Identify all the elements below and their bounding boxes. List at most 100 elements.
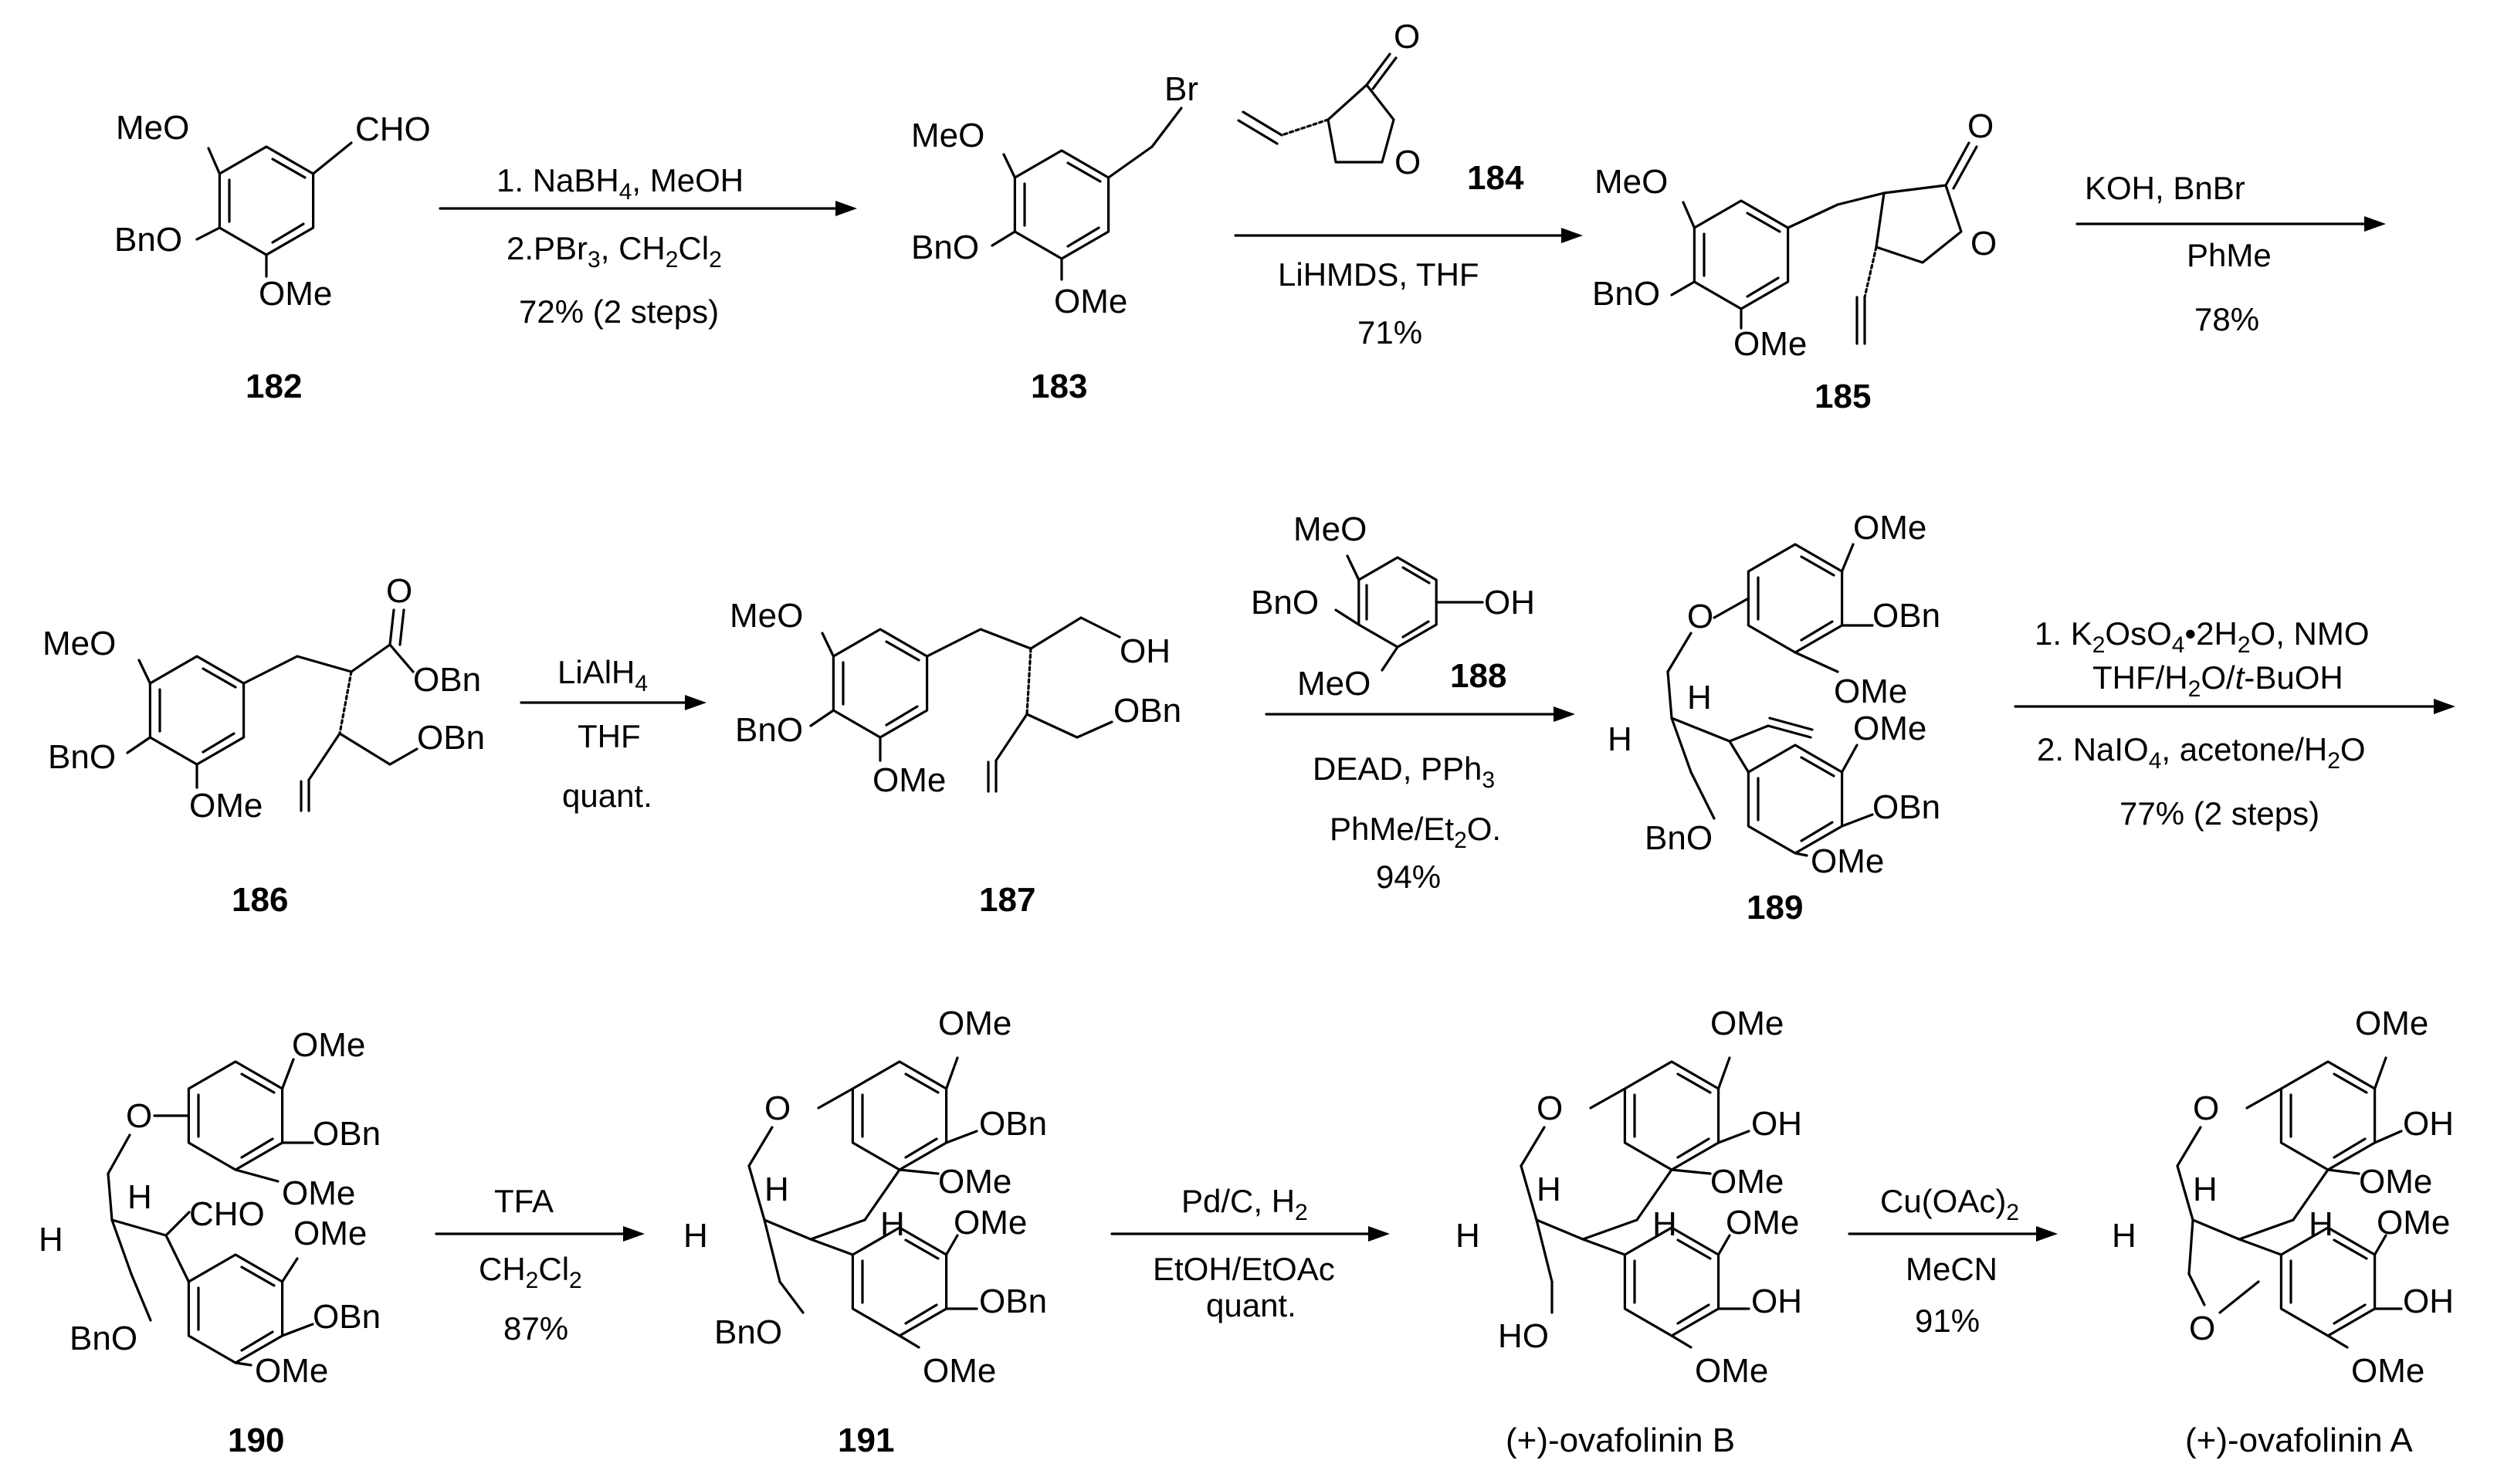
compound-189-obn1: OBn (1872, 597, 1940, 635)
compound-191-obn2: OBn (979, 1282, 1047, 1320)
ovafolinin-a-ome4-bond (2326, 1334, 2349, 1349)
reaction-5-condition-2: PhMe/Et2O. (1330, 811, 1501, 853)
reaction-3-condition-1: KOH, BnBr (2085, 170, 2245, 206)
compound-185-carbonyl-o: O (1967, 107, 1994, 145)
compound-189-aryl-bond (1728, 740, 1750, 774)
compound-191-bridge-3 (863, 1168, 901, 1221)
ovafolinin-b-bridge-3 (1635, 1168, 1673, 1221)
reaction-arrow-5: DEAD, PPh3 PhMe/Et2O. 94% (1265, 706, 1575, 895)
compound-191-obn1-bond (944, 1130, 978, 1144)
ovafolinin-a-aryl-bond (2238, 1238, 2282, 1256)
reagent-184-lactone-ring (1327, 83, 1395, 164)
compound-186-bno-bond (126, 736, 151, 754)
compound-182: CHO MeO BnO OMe 182 (114, 109, 431, 405)
compound-185: O O MeO BnO OMe 185 (1592, 107, 1997, 415)
reaction-4-yield: quant. (562, 778, 652, 814)
compound-186-carbonyl-bond-2 (398, 608, 405, 646)
reaction-4-condition-1: LiAlH4 (557, 654, 648, 696)
compound-187-meo-label: MeO (730, 597, 803, 635)
compound-186-ester-bond (350, 643, 391, 673)
reagent-184-carbonyl-bond (1365, 53, 1391, 86)
compound-191-ring-bottom (851, 1226, 948, 1337)
ovafolinin-a-h1: H (2193, 1171, 2218, 1208)
compound-189-ome4-bond (1794, 852, 1808, 857)
compound-191-aryl-bond (809, 1238, 855, 1256)
ovafolinin-a-ome3-bond (2374, 1234, 2387, 1256)
compound-190-cho-bond (164, 1211, 191, 1237)
compound-191-och2 (747, 1126, 774, 1167)
compound-191-ome2-bond (898, 1168, 940, 1175)
reagent-188-bno-bond (1334, 608, 1360, 626)
compound-185-meo-bond (1682, 201, 1696, 229)
compound-185-ome-label: OMe (1733, 325, 1807, 363)
ovafolinin-b-o-bond (1589, 1087, 1626, 1110)
compound-190-h1: H (127, 1178, 152, 1216)
compound-185-carbonyl-bond-2 (1952, 145, 1978, 190)
reaction-5-condition-1: DEAD, PPh3 (1313, 750, 1495, 793)
ovafolinin-b-bridge-1 (1535, 1218, 1584, 1241)
compound-190-ch2-down (110, 1218, 133, 1276)
compound-190-ome2: OMe (282, 1174, 355, 1212)
ovafolinin-a-oh2: OH (2403, 1282, 2454, 1320)
compound-190-obn2-bond (281, 1323, 314, 1337)
compound-186-meo-label: MeO (42, 625, 116, 662)
compound-186-vinyl-1 (307, 732, 341, 781)
compound-190-cho: CHO (189, 1195, 265, 1233)
ovafolinin-a-ome1: OMe (2355, 1005, 2428, 1042)
compound-187-oh-label: OH (1120, 632, 1171, 670)
compound-190-ring-top (187, 1060, 284, 1171)
compound-191-o: O (764, 1089, 791, 1127)
compound-190: O OMe OBn OMe H H CHO BnO OMe OBn OMe 19… (39, 1026, 381, 1459)
compound-185-bno-bond (1670, 280, 1696, 296)
compound-187-ch2-bond (925, 628, 982, 658)
compound-189-number: 189 (1747, 889, 1803, 927)
reaction-8-yield: quant. (1206, 1287, 1296, 1323)
reaction-arrow-1: 1. NaBH4, MeOH 2.PBr3, CH2Cl2 72% (2 ste… (439, 162, 857, 330)
compound-186-carbonyl-bond (388, 608, 395, 646)
compound-189-ch2-c (1666, 670, 1673, 720)
compound-191-o-bond (817, 1087, 855, 1110)
ovafolinin-a-o-bridge: O (2189, 1310, 2215, 1347)
ovafolinin-b-ome2-bond (1670, 1168, 1712, 1175)
reagent-188-meo-top: MeO (1293, 510, 1367, 548)
compound-185-number: 185 (1814, 378, 1871, 415)
reaction-arrow-2: LiHMDS, THF 71% (1234, 228, 1583, 351)
reagent-188-meo-bottom-bond (1381, 645, 1399, 672)
ovafolinin-b-h1: H (1537, 1171, 1561, 1208)
compound-183-meo-bond (1002, 153, 1017, 179)
reagent-184-ring-o: O (1394, 144, 1421, 181)
compound-191-bridge-1 (763, 1218, 812, 1241)
compound-186-ome-label: OMe (189, 787, 263, 825)
reagent-188-oh: OH (1484, 584, 1535, 622)
ovafolinin-a-ring-top (2279, 1060, 2377, 1171)
compound-191-h2: H (683, 1217, 708, 1255)
compound-182-number: 182 (246, 368, 302, 405)
reagent-184-number: 184 (1467, 159, 1524, 197)
reaction-arrow-7: TFA CH2Cl2 87% (435, 1183, 645, 1347)
compound-189-ome2: OMe (1834, 673, 1907, 710)
compound-191-bno: BnO (714, 1313, 782, 1351)
compound-191-ome3-bond (944, 1234, 959, 1256)
compound-189-h1: H (1687, 679, 1712, 717)
compound-190-ome1-bond (281, 1058, 295, 1090)
ovafolinin-b-h2: H (1455, 1217, 1480, 1255)
compound-190-o: O (126, 1097, 152, 1135)
ovafolinin-b-ome1-bond (1717, 1056, 1731, 1090)
compound-187-meo-bond (821, 632, 835, 658)
ovafolinin-a-ome2-bond (2326, 1168, 2360, 1175)
ovafolinin-b-name: (+)-ovafolinin B (1506, 1421, 1735, 1459)
compound-187-c2-bond (979, 628, 1032, 650)
compound-185-meo-label: MeO (1594, 163, 1668, 201)
compound-191-ome1: OMe (938, 1005, 1011, 1042)
compound-186-alpha-bond (296, 655, 353, 673)
compound-191-h1: H (764, 1171, 789, 1208)
compound-189: O OMe OBn OMe H H BnO OMe OBn OMe 189 (1608, 509, 1940, 927)
compound-186-carbonyl-o: O (386, 572, 412, 610)
compound-189-o: O (1687, 598, 1713, 635)
compound-183-ring (1013, 149, 1110, 260)
reagent-188-meo-bottom: MeO (1297, 665, 1371, 703)
ovafolinin-a-o: O (2193, 1089, 2219, 1127)
compound-186-number: 186 (232, 881, 288, 919)
compound-186: O OBn OBn MeO BnO OMe 186 (42, 572, 485, 919)
ovafolinin-b-aryl-bond (1581, 1238, 1626, 1256)
